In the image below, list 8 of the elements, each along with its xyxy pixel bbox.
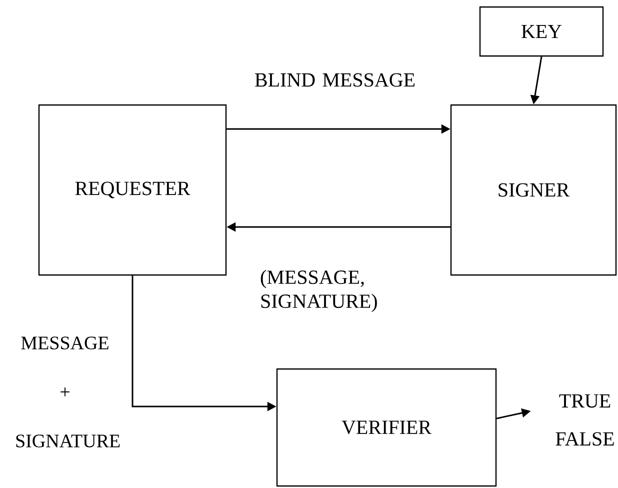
process-box: SIGNER [450,104,617,276]
process-box: VERIFIER [276,368,497,487]
edge-label: BLIND MESSAGE [255,73,415,87]
edge-label: (MESSAGE, SIGNATURE) [260,270,377,312]
edge-label: MESSAGE + SIGNATURE [16,336,120,448]
process-box: KEY [479,6,604,57]
output-text: TRUE FALSE [556,394,614,446]
process-box: REQUESTER [38,104,227,276]
